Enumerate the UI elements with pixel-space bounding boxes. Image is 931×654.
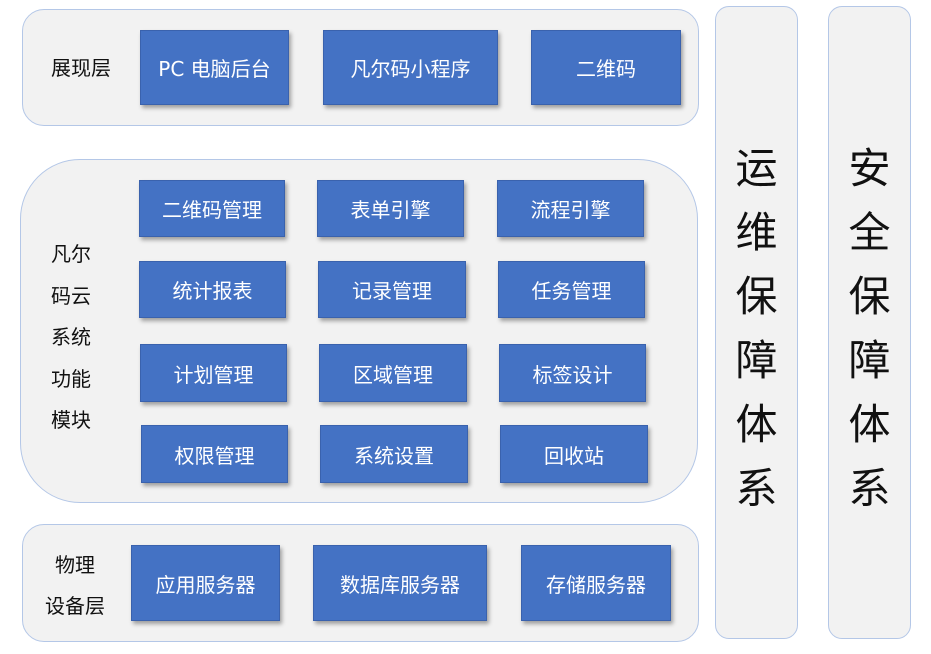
module-qr-code: 二维码 [531, 30, 681, 105]
module-plan-management: 计划管理 [140, 344, 287, 402]
module-database-server: 数据库服务器 [313, 545, 487, 621]
module-statistics-report: 统计报表 [139, 261, 286, 318]
module-app-server: 应用服务器 [131, 545, 280, 621]
module-mini-program: 凡尔码小程序 [323, 30, 498, 105]
module-form-engine: 表单引擎 [317, 180, 464, 237]
ops-assurance-text: 运 维 保 障 体 系 [735, 144, 778, 513]
module-recycle-bin: 回收站 [500, 425, 648, 483]
module-storage-server: 存储服务器 [521, 545, 671, 621]
presentation-layer-label: 展现层 [51, 56, 111, 80]
module-record-management: 记录管理 [318, 261, 466, 318]
module-label-design: 标签设计 [499, 344, 646, 402]
module-task-management: 任务管理 [498, 261, 645, 318]
module-pc-backend: PC 电脑后台 [140, 30, 289, 105]
module-system-settings: 系统设置 [320, 425, 468, 483]
physical-layer-label: 物理 设备层 [45, 553, 105, 618]
module-workflow-engine: 流程引擎 [497, 180, 644, 237]
security-assurance-text: 安 全 保 障 体 系 [848, 144, 891, 513]
module-permission-management: 权限管理 [141, 425, 288, 483]
module-qr-management: 二维码管理 [139, 180, 285, 237]
module-area-management: 区域管理 [319, 344, 467, 402]
security-assurance-pillar: 安 全 保 障 体 系 [828, 6, 911, 639]
ops-assurance-pillar: 运 维 保 障 体 系 [715, 6, 798, 639]
function-layer-label: 凡尔 码云 系统 功能 模块 [51, 242, 91, 432]
